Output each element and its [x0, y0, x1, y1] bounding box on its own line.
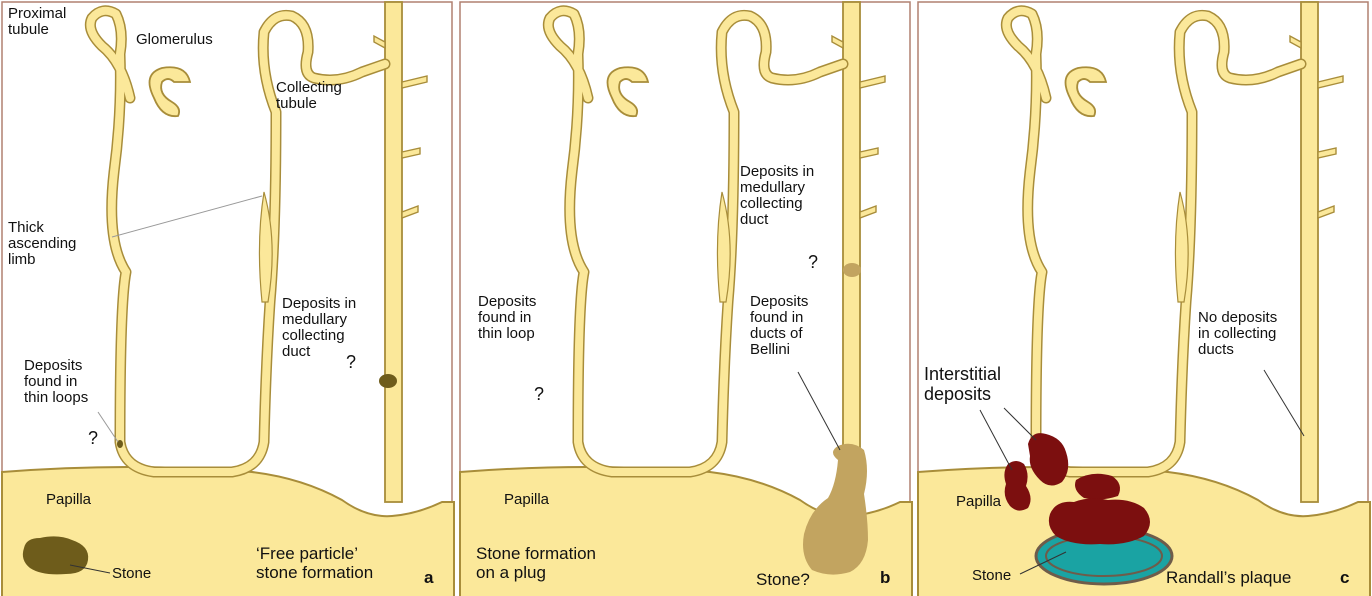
panel-c-stone: Stone — [972, 568, 1011, 584]
panel-c-letter: c — [1340, 568, 1349, 587]
panel-c-interstitial: Interstitial deposits — [924, 364, 1001, 404]
panel-a-papilla: Papilla — [46, 492, 91, 508]
panel-a-stone: Stone — [112, 566, 151, 582]
panel-b-question-duct: ? — [808, 252, 818, 272]
panel-c-randall: Randall’s plaque — [1166, 568, 1291, 587]
panel-a-question-duct: ? — [346, 352, 356, 372]
panel-c-papilla: Papilla — [956, 494, 1001, 510]
panel-c-no-deposits: No deposits in collecting ducts — [1198, 310, 1277, 358]
panel-a-thick-ascending-limb: Thick ascending limb — [8, 220, 76, 268]
panel-a-proximal-tubule: Proximal tubule — [8, 6, 66, 38]
panel-a-caption: ‘Free particle’ stone formation — [256, 544, 373, 582]
panel-b-papilla: Papilla — [504, 492, 549, 508]
panel-a-deposits-medullary: Deposits in medullary collecting duct — [282, 296, 356, 360]
panel-a-question-loop: ? — [88, 428, 98, 448]
panel-b-question-loop: ? — [534, 384, 544, 404]
panel-b-caption: Stone formation on a plug — [476, 544, 596, 582]
panel-b-stone: Stone? — [756, 570, 810, 589]
panel-b-deposits-thin-loop: Deposits found in thin loop — [478, 294, 536, 342]
panel-a-glomerulus: Glomerulus — [136, 32, 213, 48]
panel-a-duct-deposit — [379, 374, 397, 388]
panel-b-letter: b — [880, 568, 890, 587]
panel-b-deposits-bellini: Deposits found in ducts of Bellini — [750, 294, 808, 358]
panel-a-letter: a — [424, 568, 433, 587]
panel-b-deposits-medullary: Deposits in medullary collecting duct — [740, 164, 814, 228]
panel-c-plaque — [1049, 498, 1150, 544]
panel-a-collecting-tubule: Collecting tubule — [276, 80, 342, 112]
panel-a-deposits-thin-loops: Deposits found in thin loops — [24, 358, 88, 406]
panel-c-deposit-3 — [1075, 474, 1120, 500]
panel-b-duct-deposit — [843, 263, 861, 277]
